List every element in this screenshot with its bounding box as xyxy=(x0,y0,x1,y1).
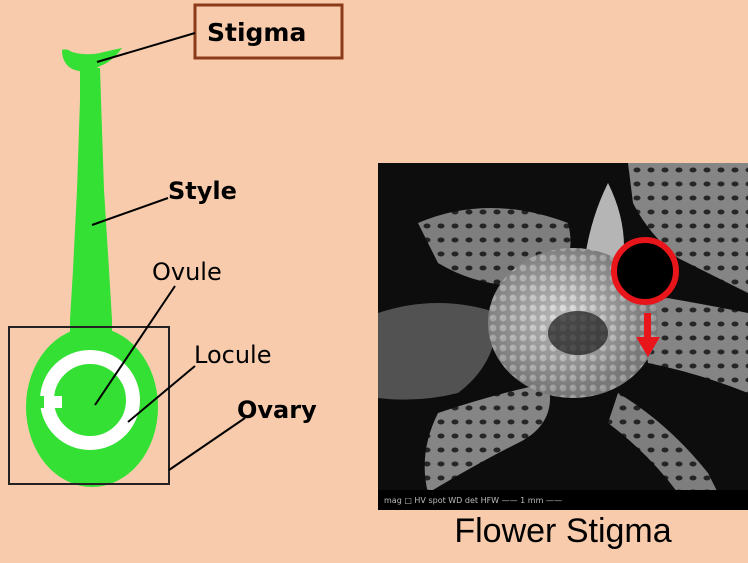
stigma-label: Stigma xyxy=(207,18,306,47)
sem-cavity xyxy=(548,311,608,355)
locule-stub xyxy=(44,396,62,408)
ovary-leader xyxy=(169,418,245,470)
stigma-leader xyxy=(97,33,195,62)
style-label: Style xyxy=(168,177,237,205)
ovule-label: Ovule xyxy=(152,258,222,286)
sem-micrograph: mag □ HV spot WD det HFW —— 1 mm —— xyxy=(378,163,748,510)
photo-caption: Flower Stigma xyxy=(378,512,748,551)
locule-stub-inner xyxy=(36,397,44,407)
sem-info-text: mag □ HV spot WD det HFW —— 1 mm —— xyxy=(384,496,562,505)
style-tube xyxy=(70,68,112,345)
highlight-marker xyxy=(614,240,676,302)
locule-label: Locule xyxy=(194,341,271,369)
pistil-shape xyxy=(26,48,158,487)
ovary-label: Ovary xyxy=(237,396,317,424)
